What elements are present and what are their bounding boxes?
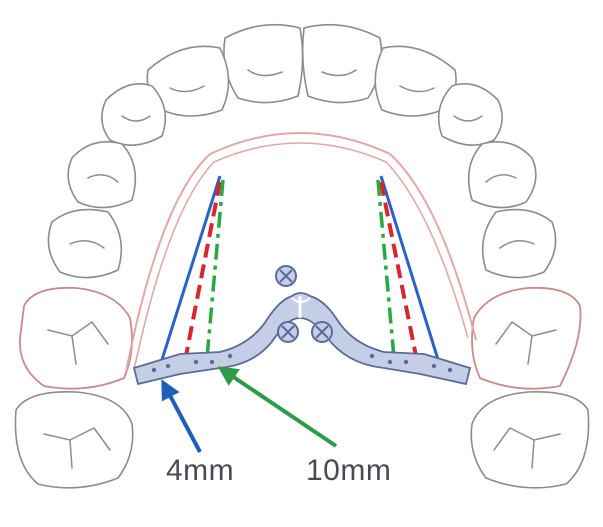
- appliance-plate: [132, 292, 472, 386]
- label-4mm: 4mm: [166, 454, 234, 487]
- tooth-premolar-2-right: [481, 208, 557, 279]
- label-10mm: 10mm: [306, 454, 391, 487]
- green-dashdot-line-right: [376, 179, 396, 359]
- tooth-second-molar-right: [470, 391, 590, 489]
- tooth-premolar-1-left: [67, 141, 137, 209]
- tooth-first-molar-left: [19, 286, 133, 390]
- appliance-outline: [125, 132, 477, 373]
- plate-holes: [151, 353, 453, 373]
- blue-line-left: [158, 175, 222, 367]
- screw-top: [275, 265, 297, 287]
- red-dashed-line-left: [182, 181, 222, 367]
- screw-bottom-left: [277, 321, 299, 343]
- blue-arrow-4mm: [161, 379, 202, 453]
- tooth-second-molar-left: [14, 391, 134, 489]
- expansion-appliance: [132, 265, 472, 386]
- tooth-premolar-2-left: [47, 208, 123, 279]
- annotation-arrows: [161, 366, 338, 453]
- dental-arch: [14, 23, 590, 489]
- blue-line-right: [379, 175, 442, 367]
- tooth-first-molar-right: [471, 286, 582, 390]
- green-dashdot-line-left: [205, 179, 225, 359]
- tooth-central-incisor-right: [301, 23, 383, 104]
- tooth-central-incisor-left: [223, 23, 304, 104]
- green-arrow-10mm: [217, 366, 338, 448]
- tooth-canine-left: [101, 83, 167, 146]
- tooth-canine-right: [437, 83, 503, 146]
- expansion-lines: [158, 175, 442, 367]
- red-dashed-line-right: [379, 181, 420, 367]
- screw-bottom-right: [311, 321, 333, 343]
- tooth-premolar-1-right: [467, 141, 537, 209]
